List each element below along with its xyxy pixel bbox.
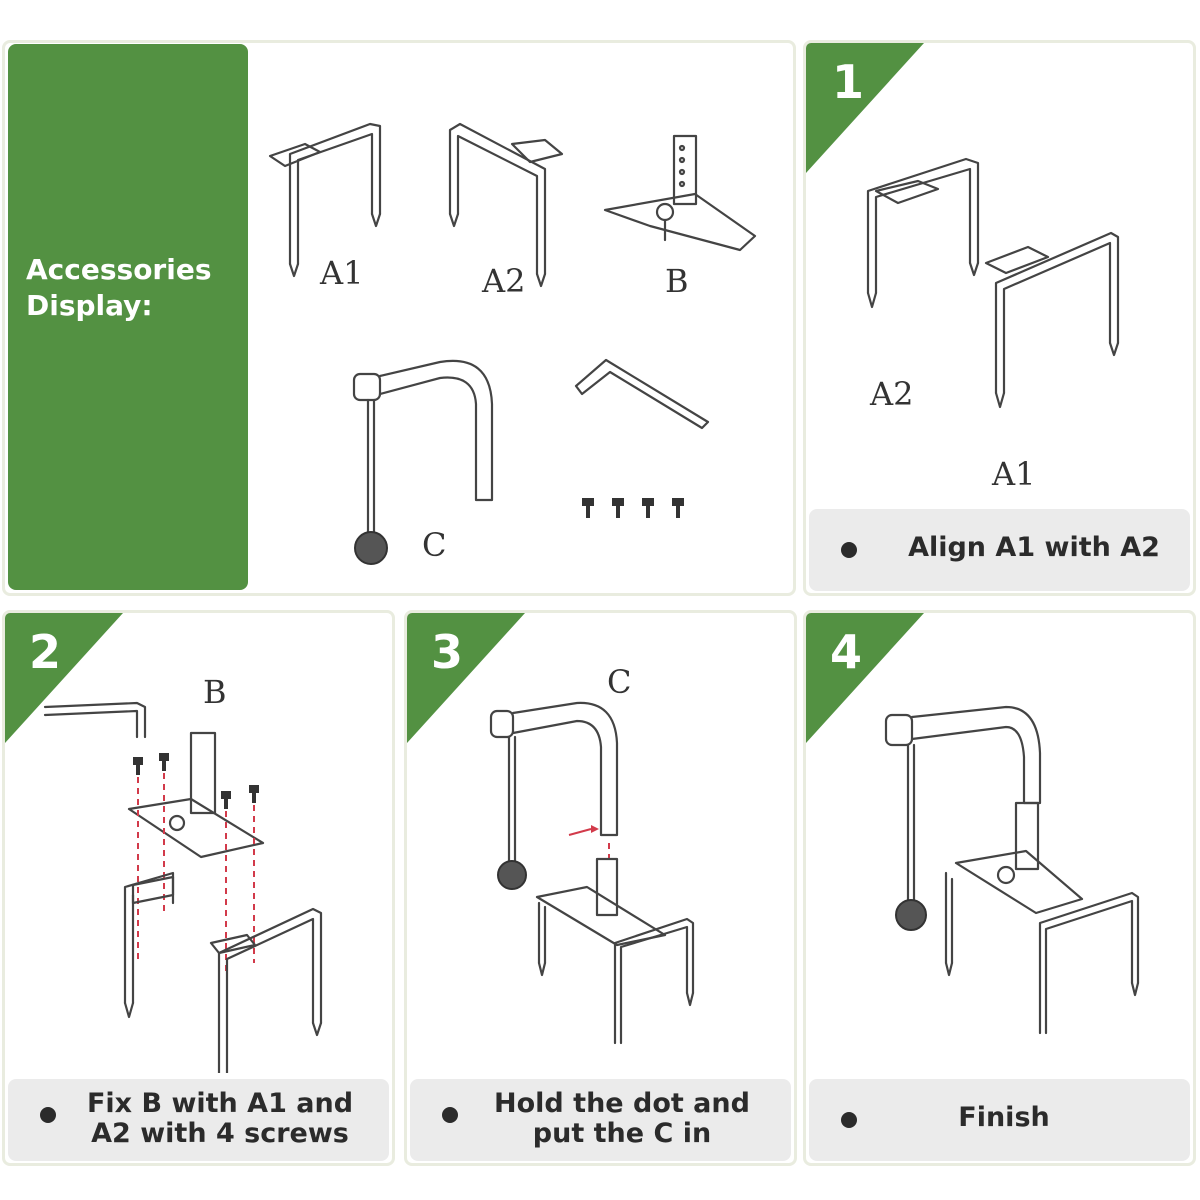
step-4-panel: 4 Finish — [803, 610, 1196, 1166]
step-2-caption: Fix B with A1 and A2 with 4 screws — [86, 1088, 354, 1149]
step-3-panel: 3 C Hold the dot and put the C in — [404, 610, 797, 1166]
step-1-label-a2: A2 — [869, 375, 913, 413]
part-a1-drawing — [268, 122, 382, 278]
label-c: C — [422, 526, 446, 564]
accessories-illustration: A1 A2 B C — [268, 122, 757, 565]
step-3-number: 3 — [431, 625, 464, 679]
step-4-illustration — [884, 705, 1140, 1035]
step-1-caption-box: Align A1 with A2 — [809, 509, 1190, 591]
accessories-title: Accessories Display: — [26, 253, 212, 322]
step-1-panel: 1 A2 A1 Align A1 with A2 — [803, 40, 1196, 596]
bullet-icon — [841, 542, 857, 558]
bullet-icon — [40, 1107, 56, 1123]
bullet-icon — [442, 1107, 458, 1123]
step-3-caption-box: Hold the dot and put the C in — [410, 1079, 791, 1161]
label-a1: A1 — [319, 254, 363, 292]
bullet-icon — [841, 1112, 857, 1128]
step-1-illustration: A2 A1 — [866, 157, 1120, 493]
step-2-number: 2 — [29, 625, 62, 679]
step-3-corner-banner — [407, 613, 525, 743]
accessories-header-box — [8, 44, 248, 590]
step-3-illustration: C — [489, 663, 695, 1045]
step-1-number: 1 — [832, 55, 865, 109]
step-3-label-c: C — [607, 663, 631, 701]
step-3-caption: Hold the dot and put the C in — [494, 1088, 750, 1149]
step-4-caption: Finish — [958, 1102, 1050, 1133]
part-c-drawing — [352, 359, 494, 565]
step-2-panel: 2 B Fix B with A1 and A2 with 4 screws — [2, 610, 395, 1166]
part-b-drawing — [603, 134, 757, 252]
step-4-number: 4 — [830, 625, 863, 679]
screws-drawing — [582, 498, 684, 518]
step-2-screws — [133, 753, 259, 809]
label-b: B — [665, 262, 689, 300]
step-4-corner-banner — [806, 613, 924, 743]
step-2-label-b: B — [203, 673, 227, 711]
step-2-caption-box: Fix B with A1 and A2 with 4 screws — [8, 1079, 389, 1161]
step-2-corner-banner — [5, 613, 123, 743]
step-1-caption: Align A1 with A2 — [908, 532, 1160, 563]
step-2-illustration: B — [43, 673, 323, 1073]
allen-key-drawing — [574, 358, 710, 430]
part-a2-drawing — [448, 122, 564, 288]
step-1-corner-banner — [806, 43, 924, 173]
step-1-label-a1: A1 — [991, 455, 1035, 493]
label-a2: A2 — [481, 262, 525, 300]
step-4-caption-box: Finish — [809, 1079, 1190, 1161]
